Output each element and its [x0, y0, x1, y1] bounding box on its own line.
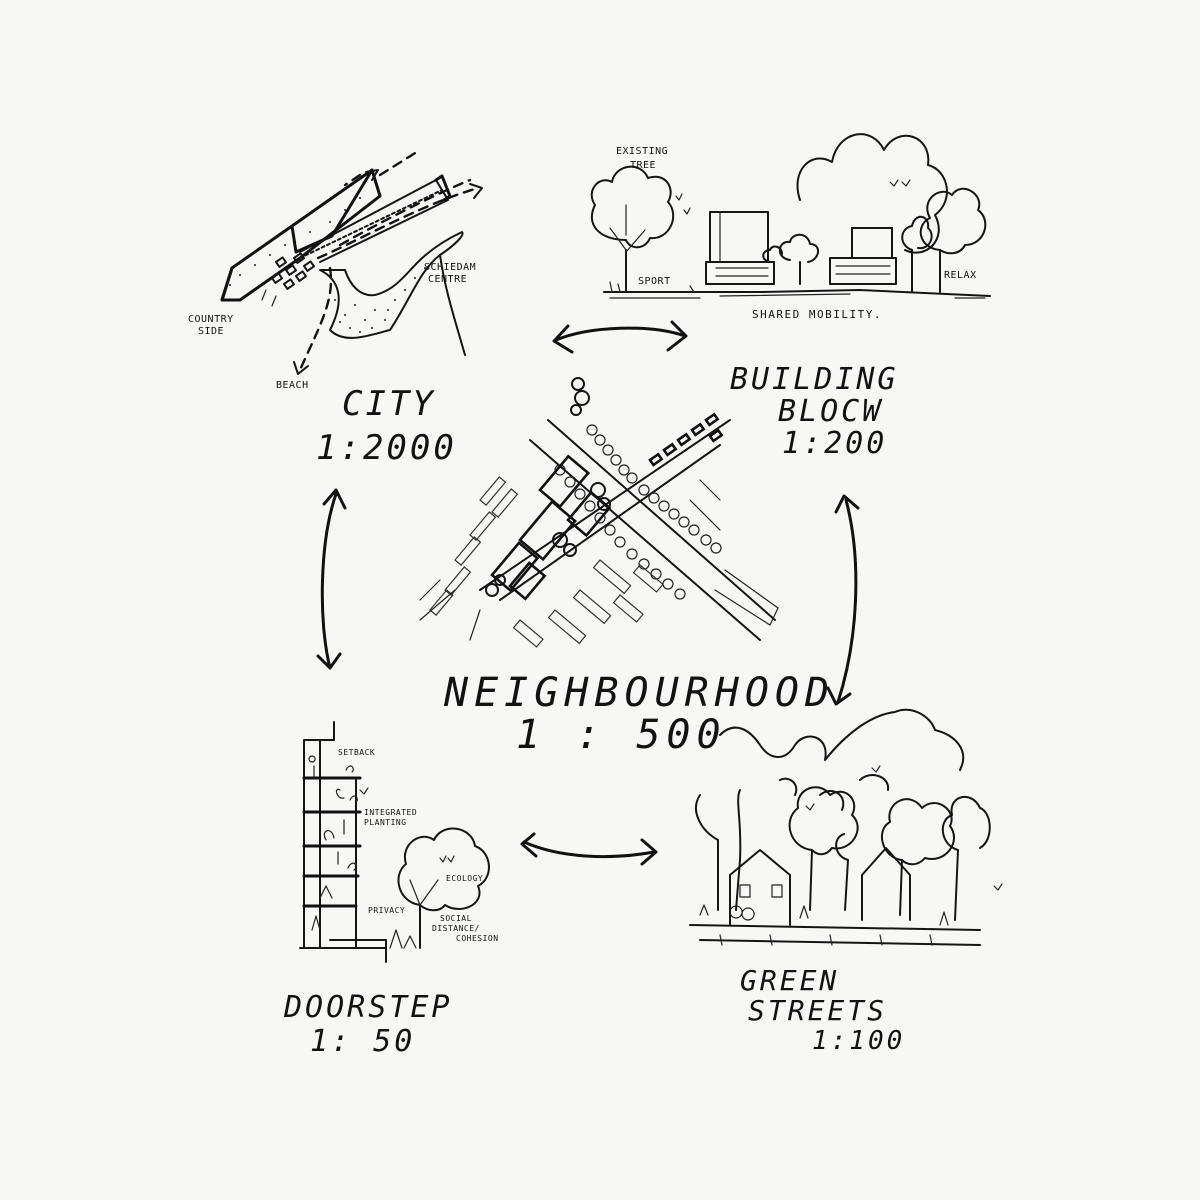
green-streets-title-1: GREEN [740, 964, 840, 997]
doorstep-sketch [299, 721, 490, 963]
beach-label: BEACH [276, 380, 309, 391]
neighbourhood-ratio: 1 : 500 [516, 712, 727, 758]
city-title: CITY [342, 384, 436, 424]
city-sketch [220, 148, 483, 375]
country-side-label-1: COUNTRY [188, 314, 234, 325]
neighbourhood-plan [419, 377, 779, 648]
sport-label: SPORT [638, 276, 671, 287]
social-label-3: COHESION [456, 934, 499, 943]
relax-label: RELAX [944, 270, 977, 281]
centre-label-1: SCHIEDAM [424, 262, 477, 273]
arrow-building-green [826, 494, 860, 706]
social-label-1: SOCIAL [440, 914, 472, 923]
building-block-sketch [590, 133, 991, 299]
setback-label: SETBACK [338, 748, 376, 757]
planting-label-1: INTEGRATED [364, 808, 418, 817]
ecology-label: ECOLOGY [446, 874, 484, 883]
country-side-label-2: SIDE [198, 326, 225, 337]
neighbourhood-title: NEIGHBOURHOOD [444, 670, 836, 716]
arrow-doorstep-green [520, 832, 658, 866]
building-title-2: BLOCW [778, 394, 884, 429]
green-streets-sketch [689, 708, 1003, 946]
green-streets-title-2: STREETS [748, 994, 888, 1027]
doorstep-title: DOORSTEP [284, 990, 453, 1025]
shared-mobility-label: SHARED MOBILITY. [752, 308, 882, 321]
green-streets-ratio: 1:100 [812, 1026, 906, 1056]
existing-tree-label-2: TREE [630, 160, 657, 171]
planting-label-2: PLANTING [364, 818, 407, 827]
social-label-2: DISTANCE/ [432, 924, 480, 933]
centre-label-2: CENTRE [428, 274, 468, 285]
building-title-1: BUILDING [730, 362, 899, 397]
privacy-label: PRIVACY [368, 906, 406, 915]
arrow-city-building [552, 320, 688, 354]
building-ratio: 1:200 [782, 426, 888, 461]
existing-tree-label-1: EXISTING [616, 146, 669, 157]
city-ratio: 1:2000 [316, 428, 457, 468]
doorstep-ratio: 1: 50 [310, 1024, 416, 1059]
arrow-city-doorstep [316, 488, 347, 670]
